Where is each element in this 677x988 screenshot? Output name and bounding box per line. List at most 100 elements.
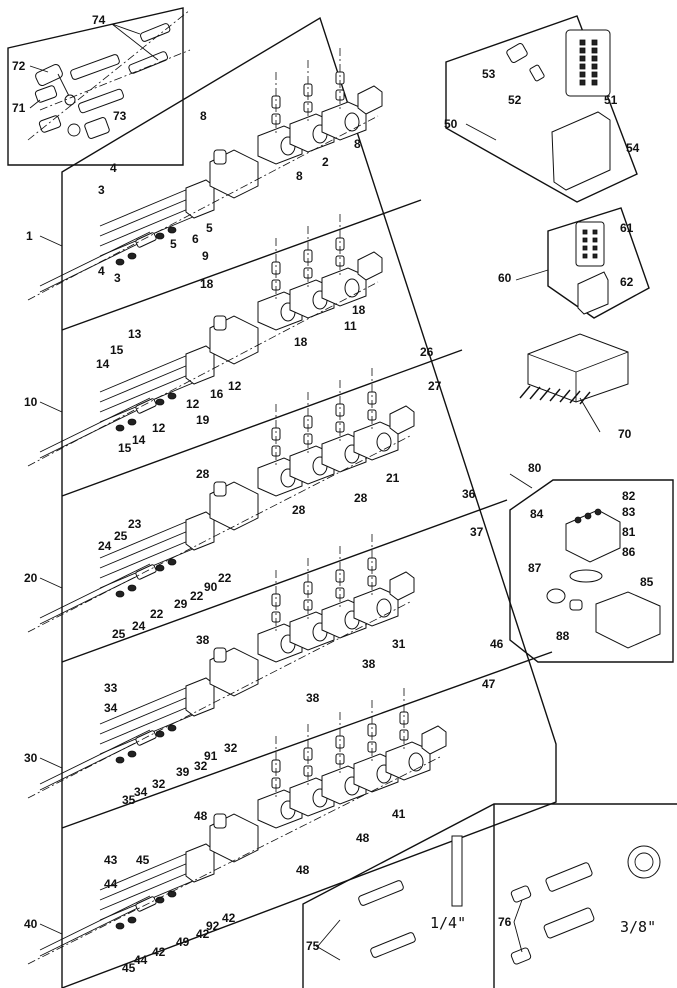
callout-14b: 14 [132, 433, 146, 447]
callout-25a: 25 [114, 529, 128, 543]
callout-22a: 22 [218, 571, 232, 585]
callout-34b: 34 [134, 785, 148, 799]
size-three-eighths-inch: 3/8" [620, 918, 656, 936]
hose-kit [358, 835, 661, 965]
callout-33: 33 [104, 681, 118, 695]
panel-outlines [7, 7, 677, 988]
plug-88 [569, 599, 583, 611]
size-quarter-inch: 1/4" [430, 914, 466, 932]
callout-70: 70 [618, 427, 632, 441]
divider-1 [61, 199, 422, 331]
remote-kit [575, 221, 609, 315]
junction-kit-80 [546, 508, 661, 649]
callout-80: 80 [528, 461, 542, 475]
callout-3b: 3 [114, 271, 121, 285]
callout-76: 76 [498, 915, 512, 929]
hose-fitting-b [78, 88, 124, 114]
box-70 [527, 333, 629, 403]
lanyard [57, 73, 71, 99]
callout-44b: 44 [134, 953, 148, 967]
hose-kit-panel [302, 803, 677, 988]
connector-53 [506, 43, 528, 63]
coupler-76a [510, 885, 532, 903]
callout-15b: 15 [118, 441, 132, 455]
callout-75: 75 [306, 939, 320, 953]
callout-35b: 35 [122, 793, 136, 807]
coupler-71b [38, 115, 62, 133]
callout-71: 71 [12, 101, 26, 115]
valve-section-2 [27, 214, 383, 467]
fittings-kit-panel [7, 7, 184, 166]
bracket-54 [551, 111, 611, 191]
callout-5b: 5 [170, 237, 177, 251]
disc-86 [569, 569, 603, 583]
main-assembly-panel [61, 16, 557, 988]
callout-51: 51 [604, 93, 618, 107]
callout-36: 36 [462, 487, 476, 501]
callout-48b: 48 [356, 831, 370, 845]
fittings-kit [27, 9, 191, 141]
callout-18a: 18 [200, 277, 214, 291]
cap-fitting-72 [35, 63, 63, 87]
callout-45a: 45 [136, 853, 150, 867]
callout-18c: 18 [294, 335, 308, 349]
callout-74: 74 [92, 13, 106, 27]
callout-8a: 8 [200, 109, 207, 123]
control-box-51 [565, 29, 611, 97]
callout-42b: 42 [196, 927, 210, 941]
callout-31: 31 [392, 637, 406, 651]
callout-24b: 24 [132, 619, 146, 633]
callout-25b: 25 [112, 627, 126, 641]
callout-92: 92 [206, 919, 220, 933]
callout-6: 6 [192, 232, 199, 246]
valve-section-1 [27, 48, 383, 301]
valve-section-3 [27, 368, 415, 633]
callout-26: 26 [420, 345, 434, 359]
callout-10: 10 [24, 395, 38, 409]
valve-section-4 [27, 534, 415, 799]
remote-61 [575, 221, 605, 267]
hose-fitting-a [70, 54, 120, 80]
callout-15a: 15 [110, 343, 124, 357]
callout-40: 40 [24, 917, 38, 931]
callout-62: 62 [620, 275, 634, 289]
callout-28c: 28 [292, 503, 306, 517]
callout-37: 37 [470, 525, 484, 539]
hose-74b [139, 23, 171, 42]
callout-27: 27 [428, 379, 442, 393]
pipe-quarter [451, 835, 463, 907]
callout-47: 47 [482, 677, 496, 691]
callout-22c: 22 [150, 607, 164, 621]
callout-39: 39 [176, 765, 190, 779]
callout-38a: 38 [196, 633, 210, 647]
lanyard-ring [64, 94, 76, 106]
hose-75b [370, 932, 416, 958]
callout-84: 84 [530, 507, 544, 521]
callout-13: 13 [128, 327, 142, 341]
coupler-76b [510, 947, 532, 965]
junction-box-70 [519, 333, 629, 405]
callout-11: 11 [344, 319, 357, 333]
callout-24a: 24 [98, 539, 112, 553]
centerline-a [39, 49, 191, 111]
divider-4 [61, 651, 553, 829]
junction-kit-panel [509, 479, 674, 663]
callout-23: 23 [128, 517, 142, 531]
centerline-b [27, 9, 191, 141]
callout-4b: 4 [98, 264, 105, 278]
callout-42a: 42 [222, 911, 236, 925]
callout-49: 49 [176, 935, 190, 949]
callout-16: 16 [210, 387, 224, 401]
callout-34a: 34 [104, 701, 118, 715]
hose-76b [543, 907, 595, 939]
callout-21: 21 [386, 471, 400, 485]
callout-12c: 12 [152, 421, 166, 435]
callout-12b: 12 [186, 397, 200, 411]
callout-54: 54 [626, 141, 640, 155]
callout-82: 82 [622, 489, 636, 503]
callout-14a: 14 [96, 357, 110, 371]
knob-87 [546, 588, 566, 604]
enclosure-85 [595, 591, 661, 649]
